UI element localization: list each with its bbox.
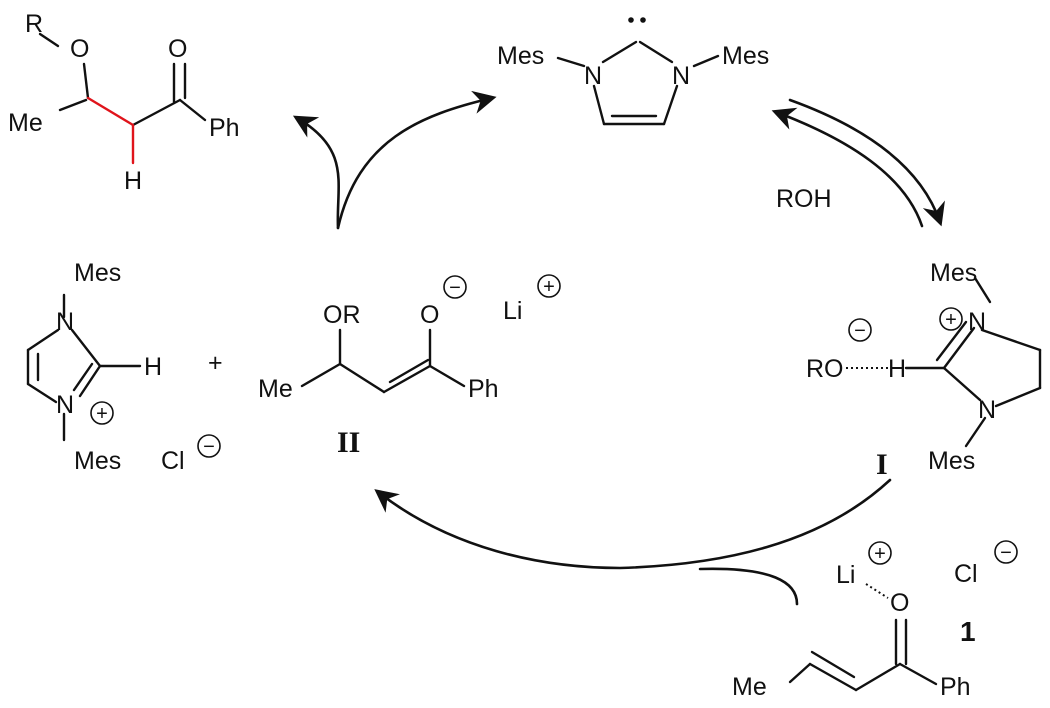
product-o-label: O (70, 35, 89, 63)
ii-li-positive-charge: + (543, 276, 555, 298)
i-n-top-label: N (968, 308, 986, 336)
equilibrium-forward-arrow (788, 98, 945, 227)
product-h-label: H (124, 167, 142, 195)
ii-li-label: Li (503, 297, 522, 325)
product-ph-label: Ph (209, 114, 240, 142)
imidazolium-h-label: H (144, 353, 162, 381)
ii-o-label: O (420, 301, 439, 329)
compound-ii-label: II (337, 426, 360, 459)
free-carbene: Mes N N Mes (497, 17, 769, 126)
carbene-mes-left-label: Mes (497, 42, 544, 70)
arrow-to-product (292, 115, 340, 230)
imidazolium-n-bottom-label: N (56, 391, 74, 419)
i-mes-top-label: Mes (930, 259, 977, 287)
i-n-bottom-label: N (978, 396, 996, 424)
substrate-chloride-negative-charge: − (1000, 542, 1012, 564)
intermediate-i-alkoxide-complex: Mes + N − RO H N Mes I (806, 259, 1042, 481)
imidazolium-positive-charge: + (96, 403, 108, 425)
substrate-li-label: Li (836, 561, 855, 589)
substrate-me-label: Me (732, 673, 767, 701)
carbene-mes-right-label: Mes (722, 42, 769, 70)
product-ether-ketone: R O Me O Ph H (8, 10, 240, 195)
imidazolium-mes-top-label: Mes (74, 259, 121, 287)
arrow-to-carbene (336, 90, 497, 230)
imidazolium-n-top-label: N (56, 308, 74, 336)
product-r-label: R (25, 10, 43, 38)
intermediate-ii-lithium-enolate: OR O − Li + Me Ph II (258, 274, 561, 459)
i-mes-bottom-label: Mes (928, 447, 975, 475)
carbene-n-left-label: N (584, 62, 602, 90)
equilibrium-reverse-arrow (771, 107, 924, 228)
substrate-li-positive-charge: + (874, 543, 886, 565)
plus-sign: + (208, 349, 223, 377)
product-o-carbonyl-label: O (168, 35, 187, 63)
substrate-cl-label: Cl (954, 560, 978, 588)
carbene-n-right-label: N (672, 62, 690, 90)
product-me-label: Me (8, 109, 43, 137)
compound-1-label: 1 (960, 616, 976, 647)
arrow-to-intermediate-ii (374, 478, 892, 570)
imidazolium-mes-bottom-label: Mes (74, 447, 121, 475)
i-alkoxide-negative-charge: − (854, 320, 866, 342)
imidazolium-chloride: Mes N H N + Mes Cl − (26, 259, 221, 475)
compound-i-label: I (876, 448, 888, 481)
substrate-o-label: O (890, 589, 909, 617)
substrate-ph-label: Ph (940, 673, 971, 701)
substrate-1-enone-li: Li + O Me Ph Cl − 1 (732, 540, 1018, 701)
ii-me-label: Me (258, 375, 293, 403)
i-h-label: H (888, 355, 906, 383)
ii-ph-label: Ph (468, 375, 499, 403)
roh-reagent-label: ROH (776, 185, 832, 213)
i-imidazolium-positive-charge: + (945, 309, 957, 331)
chloride-label: Cl (161, 447, 185, 475)
ii-enolate-negative-charge: − (449, 277, 461, 299)
chloride-negative-charge: − (203, 436, 215, 458)
i-ro-label: RO (806, 355, 844, 383)
substrate-entry-arc (698, 567, 799, 606)
ii-or-label: OR (323, 301, 361, 329)
